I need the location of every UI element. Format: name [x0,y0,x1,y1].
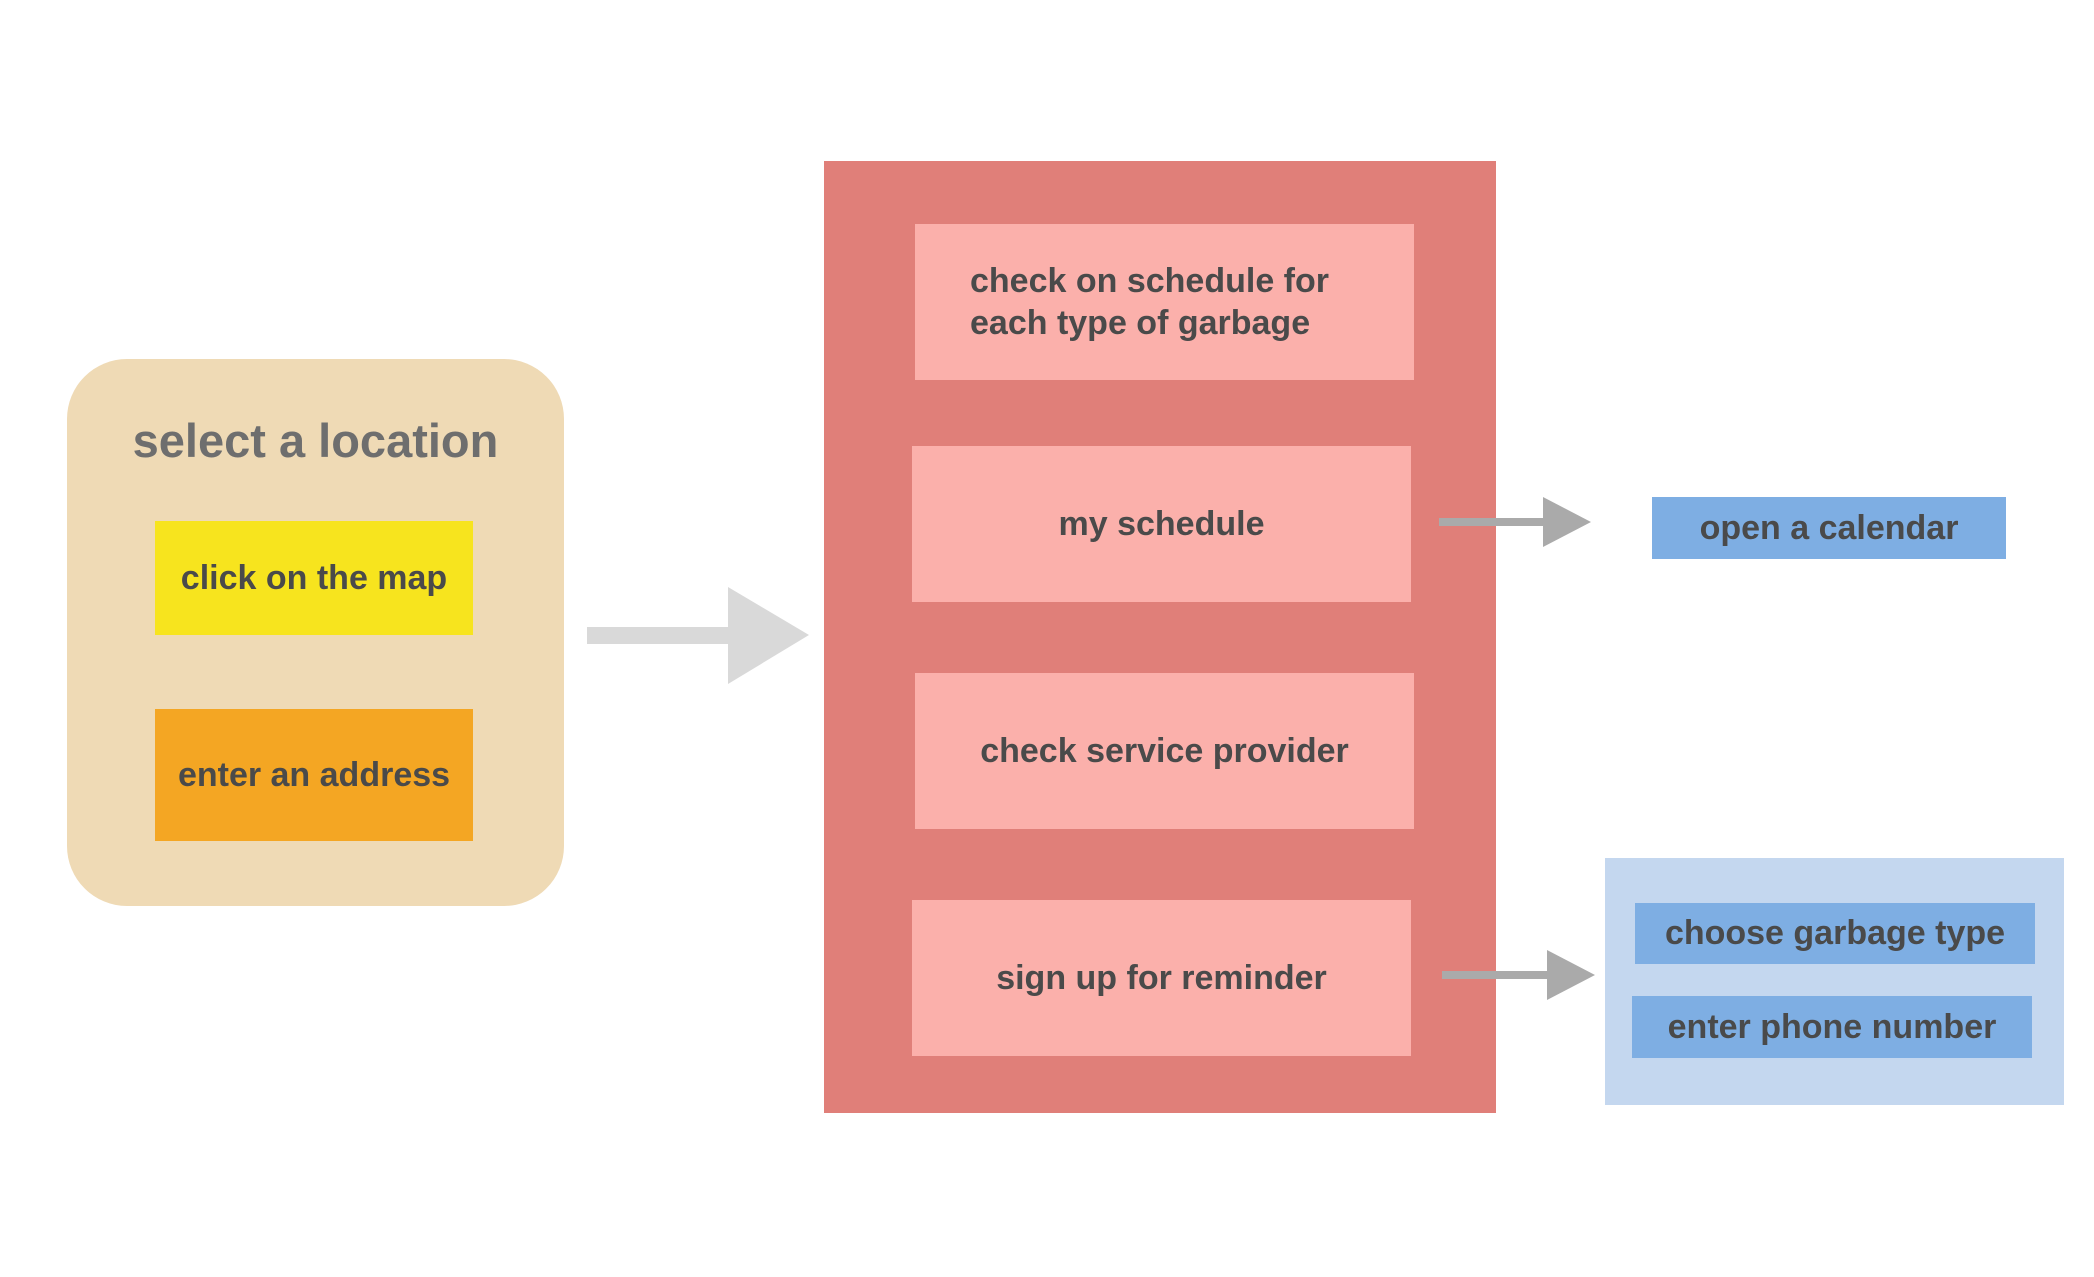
location-title: select a location [132,413,499,467]
check-service-provider-feature[interactable]: check service provider [915,673,1414,829]
location-to-features-arrow [587,587,809,684]
feature-label-line2: each type of garbage [970,304,1311,342]
enter-address-option[interactable]: enter an address [155,709,473,841]
choose-garbage-type-step[interactable]: choose garbage type [1635,903,2035,964]
open-calendar-action[interactable]: open a calendar [1652,497,2006,559]
check-schedule-by-type-feature[interactable]: check on schedule for each type of garba… [915,224,1414,380]
feature-label-line1: check on schedule for [970,262,1329,300]
enter-phone-number-step[interactable]: enter phone number [1632,996,2032,1058]
reminder-steps-group [1605,858,2064,1105]
click-on-map-option[interactable]: click on the map [155,521,473,635]
sign-up-reminder-feature[interactable]: sign up for reminder [912,900,1411,1056]
my-schedule-feature[interactable]: my schedule [912,446,1411,602]
